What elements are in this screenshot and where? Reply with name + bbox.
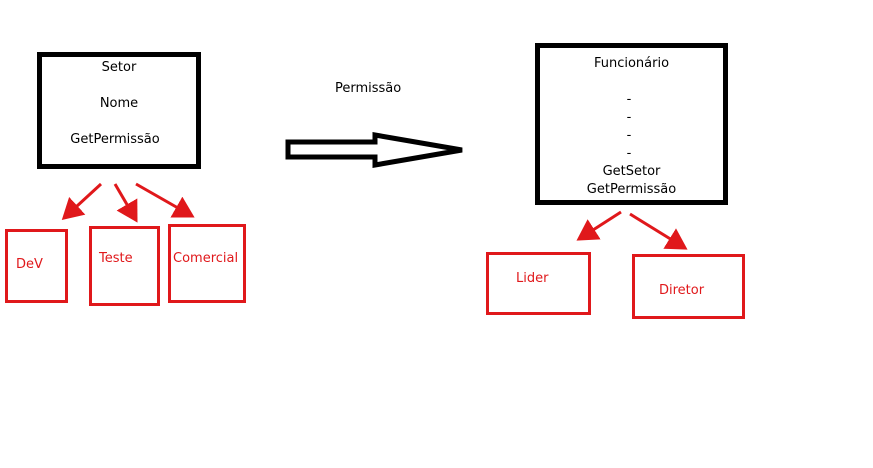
arrow-setor-to-dev xyxy=(61,182,103,221)
arrow-funcionario-to-diretor xyxy=(629,212,688,250)
child-box-dev xyxy=(5,229,68,303)
child-box-comercial xyxy=(168,224,246,303)
setor-title: Setor xyxy=(101,60,137,75)
funcionario-title: Funcionário xyxy=(593,56,670,71)
child-box-teste xyxy=(89,226,160,306)
funcionario-dash-2: - xyxy=(626,110,632,125)
arrow-funcionario-to-lider xyxy=(576,210,622,241)
child-label-dev: DeV xyxy=(16,257,43,272)
child-label-comercial: Comercial xyxy=(173,251,239,266)
arrow-setor-to-comercial xyxy=(135,182,195,218)
child-label-diretor: Diretor xyxy=(659,283,705,298)
funcionario-method-getsetor: GetSetor xyxy=(602,164,661,179)
funcionario-box xyxy=(535,43,728,205)
funcionario-dash-3: - xyxy=(626,128,632,143)
setor-field-nome: Nome xyxy=(99,96,139,111)
arrow-label: Permissão xyxy=(335,81,402,96)
setor-box xyxy=(37,52,201,169)
funcionario-dash-4: - xyxy=(626,146,632,161)
child-label-teste: Teste xyxy=(99,251,133,266)
child-box-lider xyxy=(486,252,591,315)
funcionario-method-getpermissao: GetPermissão xyxy=(586,182,677,197)
big-arrow xyxy=(285,132,463,168)
funcionario-dash-1: - xyxy=(626,92,632,107)
child-label-lider: Lider xyxy=(516,271,549,286)
arrow-setor-to-teste xyxy=(113,183,138,223)
child-box-diretor xyxy=(632,254,745,319)
setor-method-getpermissao: GetPermissão xyxy=(70,132,160,147)
